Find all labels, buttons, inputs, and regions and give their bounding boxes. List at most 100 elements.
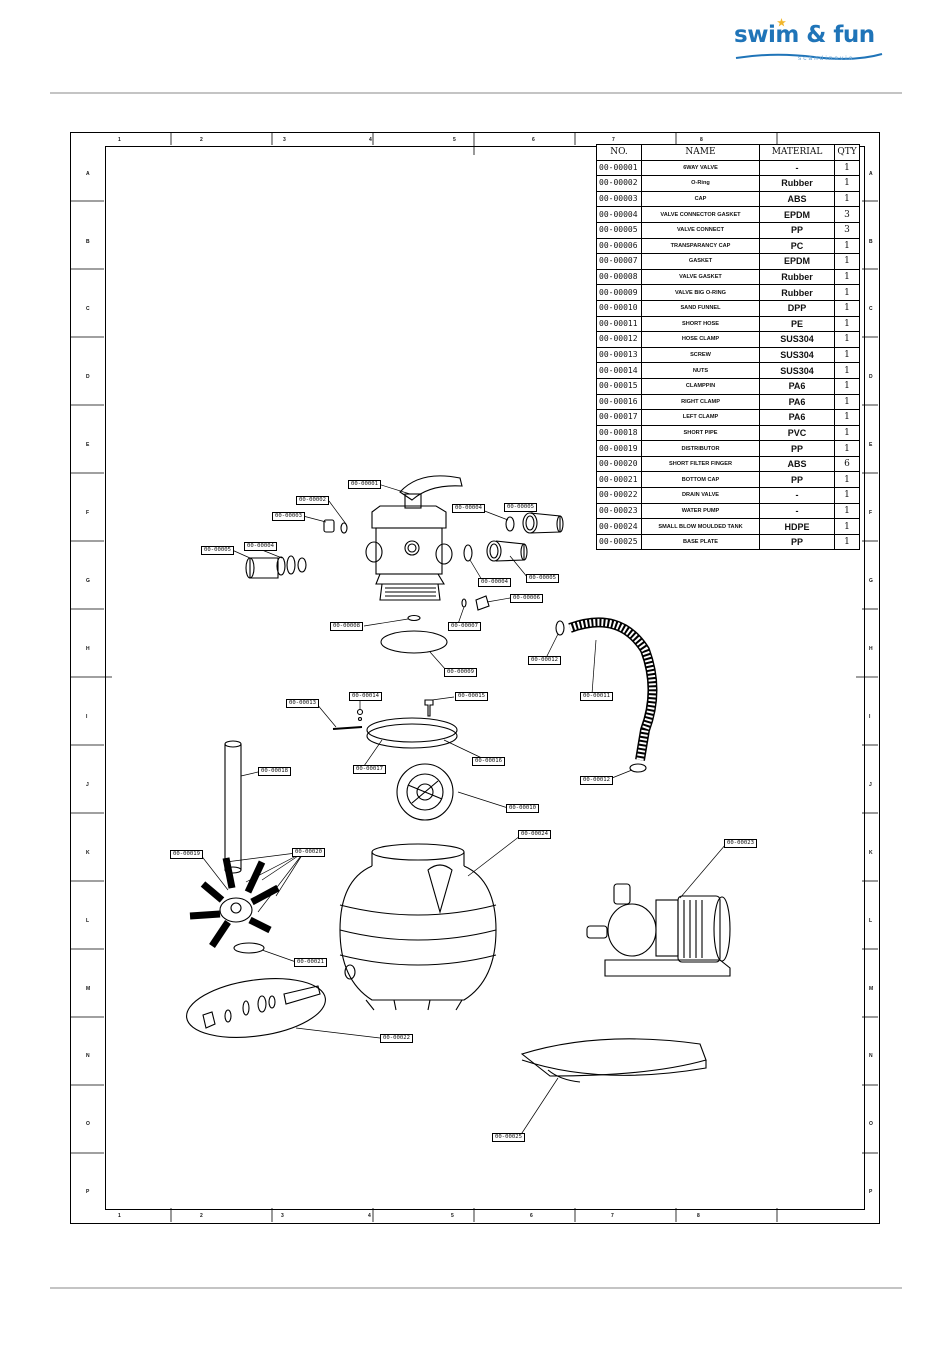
col-label-bottom-4: 4: [368, 1213, 371, 1219]
part-no: 00-00003: [596, 190, 642, 208]
row-label-left-k: K: [86, 850, 90, 856]
row-label-left-p: P: [86, 1189, 90, 1195]
part-qty: 1: [834, 346, 860, 364]
row-label-right-d: D: [869, 374, 873, 380]
part-name: SHORT PIPE: [641, 424, 760, 442]
part-qty: 1: [834, 424, 860, 442]
row-label-left-o: O: [86, 1121, 90, 1127]
part-name: 6WAY VALVE: [641, 159, 760, 177]
row-label-left-a: A: [86, 171, 90, 177]
row-label-right-o: O: [869, 1121, 873, 1127]
part-no: 00-00005: [596, 221, 642, 239]
part-name: GASKET: [641, 253, 760, 270]
header-divider: [50, 92, 902, 94]
part-name: VALVE CONNECT: [641, 221, 760, 239]
part-name: CAP: [641, 190, 760, 208]
row-label-right-h: H: [869, 646, 873, 652]
row-label-right-g: G: [869, 578, 873, 584]
col-label-top-3: 3: [283, 137, 286, 143]
row-label-left-l: L: [86, 918, 90, 924]
callout-00016: 00-00016: [472, 757, 505, 766]
part-no: 00-00019: [596, 440, 642, 457]
row-label-right-b: B: [869, 239, 873, 245]
row-label-left-d: D: [86, 374, 90, 380]
part-qty: 1: [834, 159, 860, 177]
callout-00004-right: 00-00004: [452, 504, 485, 513]
callout-00013: 00-00013: [286, 699, 319, 708]
part-material: -: [759, 502, 835, 520]
row-label-right-j: J: [869, 782, 872, 788]
callout-00005-left: 00-00005: [201, 546, 234, 555]
col-label-bottom-7: 7: [611, 1213, 614, 1219]
part-name: RIGHT CLAMP: [641, 393, 760, 411]
part-qty: 1: [834, 284, 860, 301]
col-label-top-7: 7: [612, 137, 615, 143]
part-name: TRANSPARANCY CAP: [641, 237, 760, 255]
six-way-valve: [365, 475, 463, 601]
part-qty: 3: [834, 206, 860, 223]
callout-00003: 00-00003: [272, 512, 305, 521]
part-qty: 1: [834, 268, 860, 286]
part-no: 00-00009: [596, 284, 642, 301]
part-no: 00-00023: [596, 502, 642, 520]
sand-funnel: [396, 763, 454, 821]
part-no: 00-00007: [596, 253, 642, 270]
part-no: 00-00021: [596, 471, 642, 489]
row-label-left-g: G: [86, 578, 90, 584]
row-label-right-a: A: [869, 171, 873, 177]
part-no: 00-00004: [596, 206, 642, 223]
row-label-right-m: M: [869, 986, 874, 992]
row-label-right-i: I: [869, 714, 871, 720]
part-material: Rubber: [759, 268, 835, 286]
part-qty: 1: [834, 440, 860, 457]
part-material: EPDM: [759, 253, 835, 270]
part-no: 00-00025: [596, 533, 642, 551]
part-name: VALVE BIG O-RING: [641, 284, 760, 301]
col-label-top-6: 6: [532, 137, 535, 143]
part-name: CLAMPPIN: [641, 377, 760, 395]
callout-00022: 00-00022: [380, 1034, 413, 1043]
part-no: 00-00016: [596, 393, 642, 411]
part-material: PE: [759, 315, 835, 333]
row-label-left-i: I: [86, 714, 88, 720]
part-qty: 1: [834, 518, 860, 535]
part-material: HDPE: [759, 518, 835, 535]
part-no: 00-00010: [596, 299, 642, 317]
callout-00020: 00-00020: [292, 848, 325, 857]
part-name: VALVE CONNECTOR GASKET: [641, 206, 760, 223]
part-no: 00-00002: [596, 175, 642, 192]
part-no: 00-00018: [596, 424, 642, 442]
part-name: SMALL BLOW MOULDED TANK: [641, 518, 760, 535]
part-name: DRAIN VALVE: [641, 487, 760, 504]
col-label-top-1: 1: [118, 137, 121, 143]
part-name: SAND FUNNEL: [641, 299, 760, 317]
part-name: BOTTOM CAP: [641, 471, 760, 489]
drawing-area: [105, 146, 865, 1210]
callout-00004-lower: 00-00004: [478, 578, 511, 587]
col-label-bottom-5: 5: [451, 1213, 454, 1219]
part-material: SUS304: [759, 346, 835, 364]
part-name: WATER PUMP: [641, 502, 760, 520]
part-name: DISTRIBUTOR: [641, 440, 760, 457]
col-label-bottom-2: 2: [200, 1213, 203, 1219]
part-material: DPP: [759, 299, 835, 317]
part-no: 00-00024: [596, 518, 642, 535]
callout-00021: 00-00021: [294, 958, 327, 967]
row-label-left-b: B: [86, 239, 90, 245]
callout-00015: 00-00015: [455, 692, 488, 701]
callout-00004-left: 00-00004: [244, 542, 277, 551]
part-material: PA6: [759, 393, 835, 411]
col-label-top-5: 5: [453, 137, 456, 143]
col-label-top-4: 4: [369, 137, 372, 143]
